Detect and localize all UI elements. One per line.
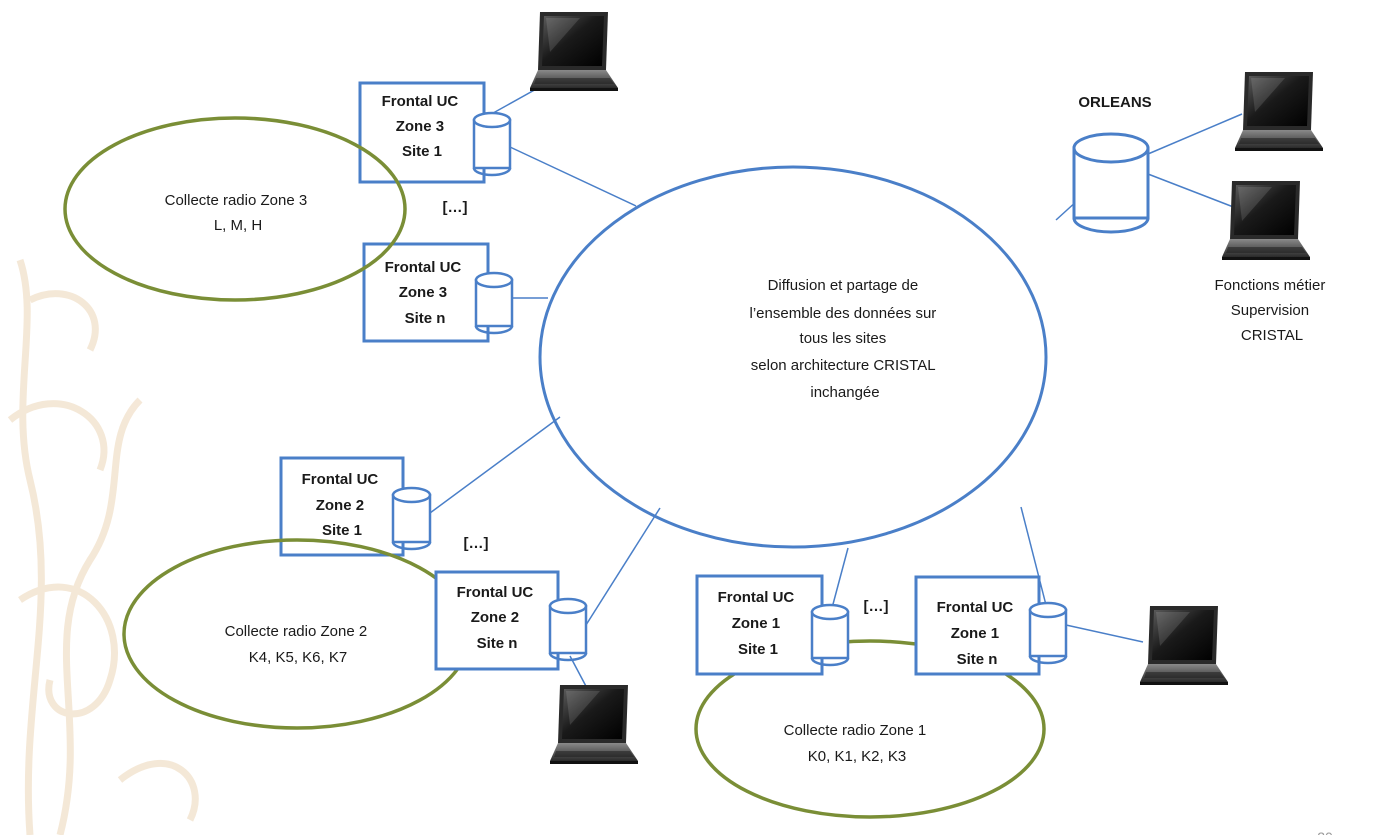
database-icon xyxy=(810,603,850,667)
svg-text:Collecte radio Zone 3 L: Collecte radio Zone 3 L, M, H xyxy=(165,192,312,234)
central-text-line: selon architecture CRISTAL xyxy=(751,357,935,374)
zone-2-frontal-site-n: Frontal UC Zone 2 Site n xyxy=(434,570,560,671)
frontal-label: Site n xyxy=(957,651,998,668)
frontal-label: Site n xyxy=(405,310,446,327)
orleans-title: ORLEANS xyxy=(1078,94,1151,111)
frontal-label: Zone 1 xyxy=(951,625,999,642)
svg-text:Frontal UC Zone 1: Frontal UC Zone 1 Site 1 xyxy=(718,589,799,658)
zone-1-frontal-site-n: Frontal UC Zone 1 Site n xyxy=(914,575,1041,676)
page-number: 20 xyxy=(1317,829,1333,835)
frontal-label: Zone 2 xyxy=(471,609,519,626)
central-text-line: l’ensemble des données sur xyxy=(750,305,937,322)
frontal-label: Frontal UC xyxy=(382,93,459,110)
frontal-label: Site 1 xyxy=(322,522,362,539)
central-text-line: inchangée xyxy=(810,384,879,401)
orleans-caption-line: CRISTAL xyxy=(1241,327,1303,344)
zone-2-radio-collect: Collecte radio Zone 2 K4, K5, K6, K7 xyxy=(122,538,472,730)
zone-3-frontal-site-n: Frontal UC Zone 3 Site n xyxy=(362,242,490,343)
link-z3s1-to-ring xyxy=(509,146,637,207)
frontal-label: Frontal UC xyxy=(457,584,534,601)
frontal-label: Site 1 xyxy=(402,143,442,160)
frontal-label: Frontal UC xyxy=(718,589,795,606)
zone-text-line: L, M, H xyxy=(214,217,262,234)
frontal-label: Frontal UC xyxy=(302,471,379,488)
ellipsis-zone-1: […] xyxy=(864,598,889,615)
central-text-line: tous les sites xyxy=(800,330,887,347)
frontal-label: Zone 2 xyxy=(316,497,364,514)
ellipsis-zone-2: […] xyxy=(464,535,489,552)
zone-text-line: K0, K1, K2, K3 xyxy=(808,748,906,765)
svg-text:Frontal UC Zone 2: Frontal UC Zone 2 Site n xyxy=(457,584,538,652)
frontal-label: Frontal UC xyxy=(937,599,1014,616)
svg-text:Collecte radio Zone 1 K0: Collecte radio Zone 1 K0, K1, K2, K3 xyxy=(784,722,931,765)
frontal-label: Site 1 xyxy=(738,641,778,658)
link-z1sn-to-ring xyxy=(1020,506,1047,606)
zone-3-frontal-site-1: Frontal UC Zone 3 Site 1 xyxy=(358,81,486,184)
database-icon xyxy=(472,111,512,177)
frontal-label: Zone 1 xyxy=(732,615,780,632)
zone-text-line: K4, K5, K6, K7 xyxy=(249,649,347,666)
svg-text:Frontal UC Zone 1: Frontal UC Zone 1 Site n xyxy=(937,599,1018,668)
svg-text:Frontal UC Zone 2: Frontal UC Zone 2 Site 1 xyxy=(302,471,383,539)
zone-1-frontal-site-1: Frontal UC Zone 1 Site 1 xyxy=(695,574,824,676)
zone-2-frontal-site-1: Frontal UC Zone 2 Site 1 xyxy=(279,456,405,557)
svg-text:Frontal UC Zone 3: Frontal UC Zone 3 Site 1 xyxy=(382,93,463,160)
central-ring: Diffusion et partage de l’ensemble des d… xyxy=(538,165,1048,549)
svg-text:Fonctions métier Supervisi: Fonctions métier Supervision CRISTAL xyxy=(1214,277,1329,344)
database-icon xyxy=(391,486,432,551)
link-z1sn-to-laptop xyxy=(1065,624,1144,643)
connector-lines xyxy=(429,77,1243,691)
svg-text:Frontal UC Zone 3: Frontal UC Zone 3 Site n xyxy=(385,259,466,327)
ellipsis-zone-3: […] xyxy=(443,199,468,216)
link-orleans-to-laptop-top xyxy=(1147,113,1243,155)
zone-1-radio-collect: Collecte radio Zone 1 K0, K1, K2, K3 xyxy=(694,639,1046,819)
zone-text-line: Collecte radio Zone 2 xyxy=(225,623,368,640)
laptop-icon xyxy=(1235,72,1323,151)
database-icon xyxy=(548,597,588,662)
zone-text-line: Collecte radio Zone 3 xyxy=(165,192,308,209)
link-z2sn-to-ring xyxy=(585,507,661,626)
link-z1s1-to-ring xyxy=(831,547,849,609)
database-icon xyxy=(1028,601,1068,665)
central-text-line: Diffusion et partage de xyxy=(768,277,919,294)
laptop-icon xyxy=(1140,606,1228,685)
database-icon xyxy=(474,271,514,335)
link-z2sn-to-laptop xyxy=(569,655,589,691)
orleans-caption-line: Supervision xyxy=(1231,302,1309,319)
frontal-label: Site n xyxy=(477,635,518,652)
frontal-label: Zone 3 xyxy=(399,284,447,301)
orleans-database-icon xyxy=(1072,132,1150,234)
zone-text-line: Collecte radio Zone 1 xyxy=(784,722,927,739)
laptop-icon xyxy=(550,685,638,764)
frontal-label: Frontal UC xyxy=(385,259,462,276)
link-z2s1-to-ring xyxy=(429,416,561,514)
link-orleans-to-laptop-bottom xyxy=(1147,173,1237,209)
svg-text:Diffusion et partage de: Diffusion et partage de l’ensemble des d… xyxy=(750,277,941,401)
zone-3-radio-collect: Collecte radio Zone 3 L, M, H xyxy=(63,116,407,302)
frontal-label: Zone 3 xyxy=(396,118,444,135)
laptop-icon xyxy=(1222,181,1310,260)
laptop-icon xyxy=(530,12,618,91)
watermark-ornament xyxy=(7,258,199,835)
svg-text:Collecte radio Zone 2 K: Collecte radio Zone 2 K4, K5, K6, K7 xyxy=(225,623,372,666)
orleans-caption-line: Fonctions métier xyxy=(1214,277,1325,294)
